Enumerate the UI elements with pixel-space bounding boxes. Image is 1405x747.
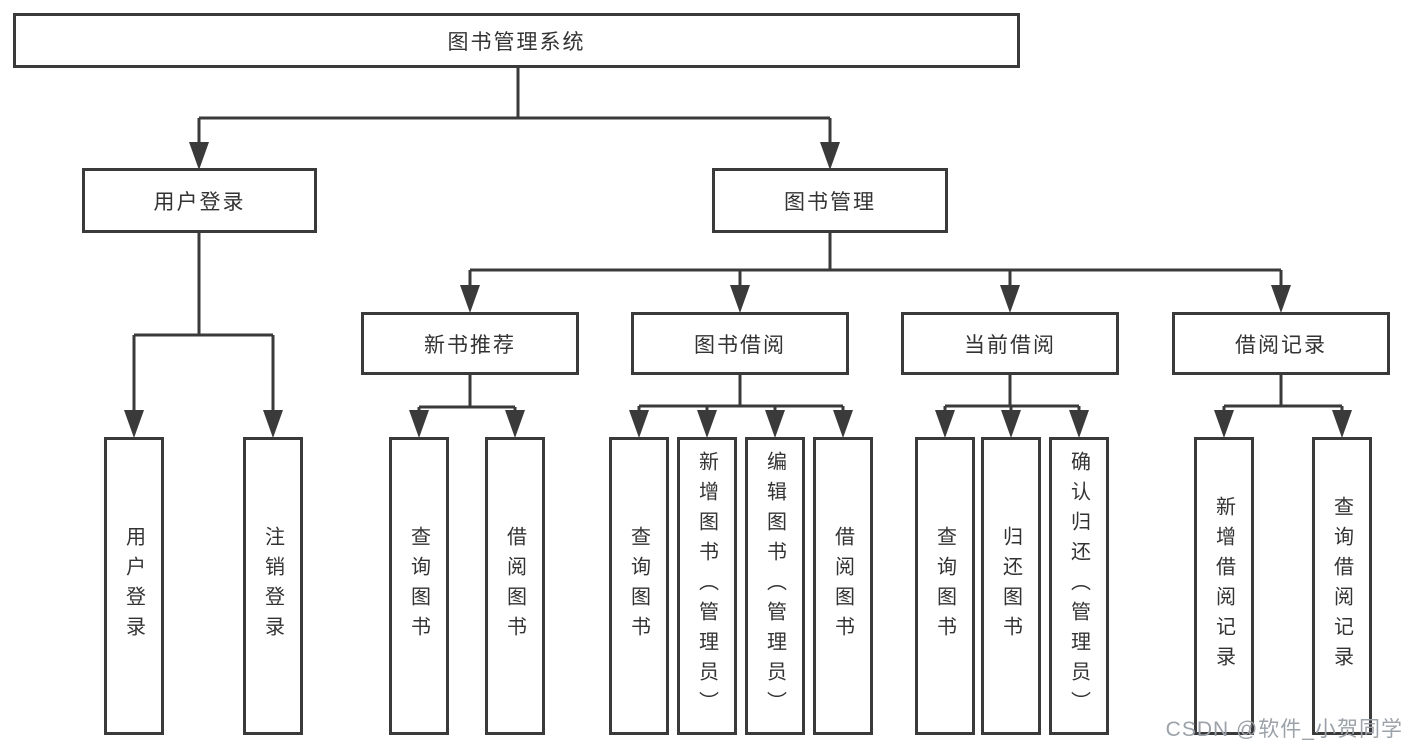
node-borrowing-records: 借阅记录 xyxy=(1172,312,1390,375)
arrowhead xyxy=(833,410,853,438)
arrowhead xyxy=(765,410,785,438)
node-leaf-query-books: 查询图书 xyxy=(915,437,975,735)
arrowhead xyxy=(1214,410,1234,438)
arrowhead xyxy=(1000,285,1020,313)
arrowhead xyxy=(1001,410,1021,438)
arrowhead xyxy=(1271,285,1291,313)
node-user-login: 用户登录 xyxy=(82,168,317,233)
arrowhead xyxy=(730,285,750,313)
arrowhead xyxy=(505,410,525,438)
arrowhead xyxy=(189,142,209,170)
node-leaf-add-borrow-record: 新增借阅记录 xyxy=(1194,437,1254,735)
node-leaf-borrow-books: 借阅图书 xyxy=(813,437,873,735)
arrowhead xyxy=(629,410,649,438)
node-book-management: 图书管理 xyxy=(712,168,948,233)
node-leaf-query-books: 查询图书 xyxy=(389,437,449,735)
connector-root-to-level2 xyxy=(197,68,832,146)
arrowhead xyxy=(820,142,840,170)
connector-userlogin-group xyxy=(132,233,275,412)
node-leaf-logout: 注销登录 xyxy=(243,437,303,735)
arrowhead xyxy=(124,410,144,438)
node-new-book-recommend: 新书推荐 xyxy=(361,312,579,375)
arrowhead xyxy=(263,410,283,438)
connector-currentborrowing-group xyxy=(943,375,1081,413)
connector-newbookrecommend-group xyxy=(417,375,517,413)
node-leaf-confirm-return-admin: 确认归还（管理员） xyxy=(1049,437,1109,735)
node-library-management-system: 图书管理系统 xyxy=(13,13,1020,68)
connector-bookborrowing-group xyxy=(637,375,845,413)
arrowhead xyxy=(935,410,955,438)
node-leaf-edit-books-admin: 编辑图书（管理员） xyxy=(745,437,805,735)
node-book-borrowing: 图书借阅 xyxy=(631,312,849,375)
arrowhead xyxy=(1069,410,1089,438)
node-leaf-borrow-books: 借阅图书 xyxy=(485,437,545,735)
node-leaf-query-borrow-record: 查询借阅记录 xyxy=(1312,437,1372,735)
node-leaf-user-login: 用户登录 xyxy=(104,437,164,735)
node-leaf-return-books: 归还图书 xyxy=(981,437,1041,735)
arrowhead xyxy=(697,410,717,438)
connector-bookmgmt-to-level3 xyxy=(468,233,1283,289)
node-current-borrowing: 当前借阅 xyxy=(901,312,1119,375)
csdn-watermark: CSDN @软件_小贺同学 xyxy=(1165,718,1403,741)
node-leaf-query-books: 查询图书 xyxy=(609,437,669,735)
arrowhead xyxy=(409,410,429,438)
node-leaf-add-books-admin: 新增图书（管理员） xyxy=(677,437,737,735)
connector-borrowrecords-group xyxy=(1222,375,1344,413)
arrowhead xyxy=(1332,410,1352,438)
arrowhead xyxy=(460,285,480,313)
